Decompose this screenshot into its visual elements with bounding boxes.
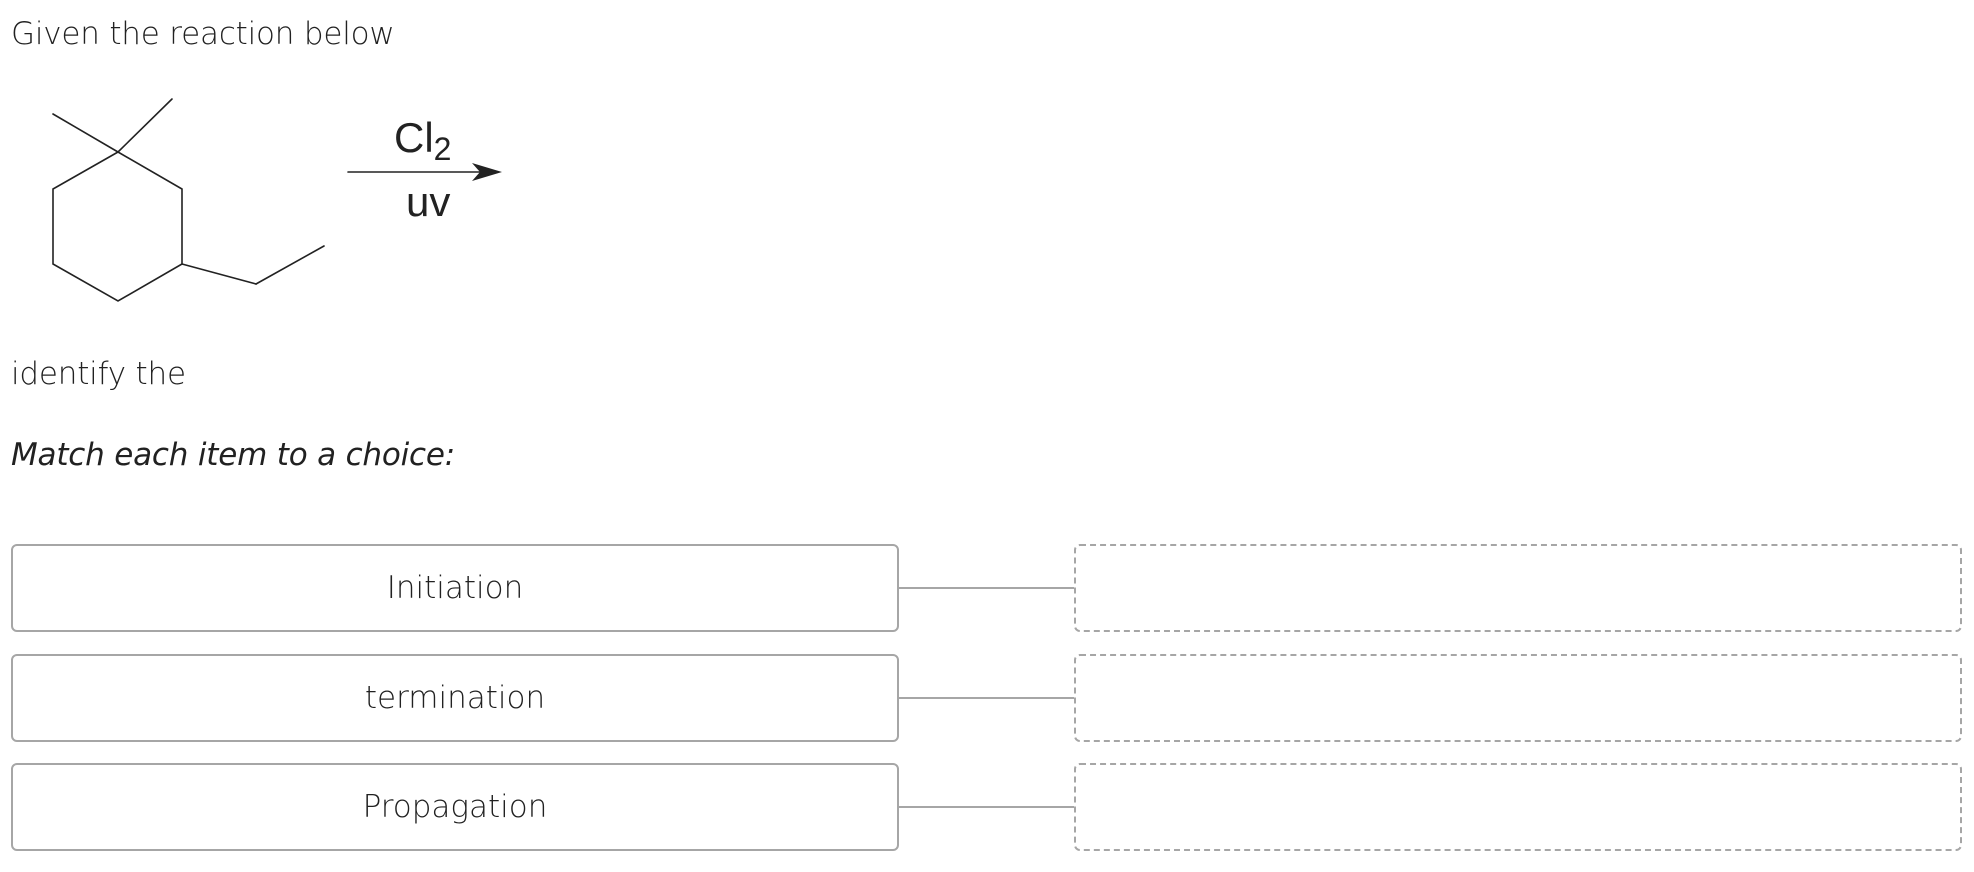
methyl-bond-left [52, 113, 119, 153]
match-item-termination[interactable]: termination [11, 654, 899, 742]
methyl-bond-right [117, 98, 173, 153]
reaction-diagram: Cl2 uv [52, 98, 502, 302]
match-connector [899, 806, 1074, 808]
cyclohexane-ring [52, 151, 183, 302]
reagent-uv: uv [406, 178, 450, 225]
match-connector [899, 587, 1074, 589]
match-drop-target-propagation[interactable] [1074, 763, 1962, 851]
match-item-initiation[interactable]: Initiation [11, 544, 899, 632]
match-instruction: Match each item to a choice: [11, 437, 456, 473]
match-row-termination: termination [11, 654, 1962, 742]
match-item-propagation[interactable]: Propagation [11, 763, 899, 851]
match-row-propagation: Propagation [11, 763, 1962, 851]
ethyl-bond-2 [255, 245, 325, 285]
reagent-chlorine: Cl2 [394, 114, 451, 167]
match-drop-target-initiation[interactable] [1074, 544, 1962, 632]
match-row-initiation: Initiation [11, 544, 1962, 632]
arrow-head [472, 163, 502, 181]
question-prompt: identify the [11, 356, 186, 392]
match-connector [899, 697, 1074, 699]
ethyl-bond-1 [181, 263, 257, 285]
match-drop-target-termination[interactable] [1074, 654, 1962, 742]
question-intro: Given the reaction below [11, 16, 395, 52]
